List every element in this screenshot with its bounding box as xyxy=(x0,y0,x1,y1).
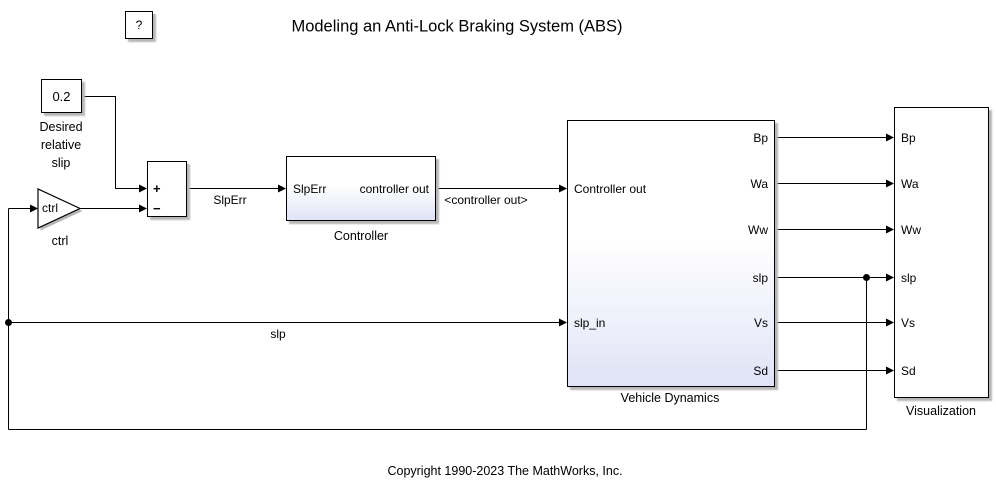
vd-port-slp-in: slp_in xyxy=(574,316,606,330)
constant-value: 0.2 xyxy=(52,88,71,104)
viz-port-bp: Bp xyxy=(901,131,916,145)
signal-label-slp: slp xyxy=(270,327,286,341)
copyright-text: Copyright 1990-2023 The MathWorks, Inc. xyxy=(387,464,623,478)
vd-port-sd: Sd xyxy=(753,364,768,378)
branch-dot-slp xyxy=(863,274,870,281)
controller-port-out: controller out xyxy=(359,182,429,196)
viz-port-slp: slp xyxy=(901,271,917,285)
help-block[interactable]: ? xyxy=(125,11,153,39)
constant-caption: Desired relative slip xyxy=(39,120,83,170)
controller-port-slperr: SlpErr xyxy=(293,182,327,196)
wires-group xyxy=(8,96,887,430)
vd-port-controller-out: Controller out xyxy=(574,182,647,196)
model-title: Modeling an Anti-Lock Braking System (AB… xyxy=(291,17,623,36)
vd-port-ww: Ww xyxy=(748,223,768,237)
vehicle-dynamics-block[interactable]: Controller out slp_in Bp Wa Ww slp Vs Sd xyxy=(567,120,775,387)
gain-value: ctrl xyxy=(42,201,58,215)
controller-caption: Controller xyxy=(333,229,389,243)
vd-port-slp: slp xyxy=(752,271,768,285)
vd-port-wa: Wa xyxy=(750,177,768,191)
arrow-into-sum-plus xyxy=(139,184,147,193)
vehicle-dynamics-caption: Vehicle Dynamics xyxy=(620,391,720,405)
viz-port-wa: Wa xyxy=(901,177,919,191)
arrow-into-gain xyxy=(30,204,38,213)
sum-minus-sign: − xyxy=(153,201,161,216)
arrow-into-viz-vs xyxy=(886,318,894,327)
visualization-block[interactable]: Bp Wa Ww slp Vs Sd xyxy=(894,107,989,398)
arrow-into-viz-sd xyxy=(886,366,894,375)
arrow-into-sum-minus xyxy=(139,204,147,213)
gain-block[interactable] xyxy=(37,188,82,229)
viz-port-sd: Sd xyxy=(901,364,916,378)
help-block-label: ? xyxy=(135,18,143,32)
controller-block[interactable]: SlpErr controller out xyxy=(286,156,436,221)
arrow-into-vd-controller-out xyxy=(559,184,567,193)
sum-block[interactable]: + − xyxy=(147,161,187,217)
constant-block[interactable]: 0.2 xyxy=(41,79,82,113)
vd-port-bp: Bp xyxy=(753,131,768,145)
viz-port-ww: Ww xyxy=(901,223,921,237)
arrow-into-viz-wa xyxy=(886,179,894,188)
sum-plus-sign: + xyxy=(153,181,161,196)
arrow-into-viz-ww xyxy=(886,225,894,234)
visualization-caption: Visualization xyxy=(906,404,976,418)
signal-label-controller-out: <controller out> xyxy=(444,193,528,207)
branch-dot-feedback xyxy=(5,319,12,326)
arrow-into-viz-slp xyxy=(886,273,894,282)
arrow-into-viz-bp xyxy=(886,133,894,142)
arrow-into-controller xyxy=(278,184,286,193)
vd-port-vs: Vs xyxy=(753,316,768,330)
arrowheads-group xyxy=(5,133,894,375)
gain-caption: ctrl xyxy=(51,234,69,248)
viz-port-vs: Vs xyxy=(901,316,916,330)
arrow-into-vd-slp-in xyxy=(559,318,567,327)
signal-label-slperr: SlpErr xyxy=(213,193,247,207)
